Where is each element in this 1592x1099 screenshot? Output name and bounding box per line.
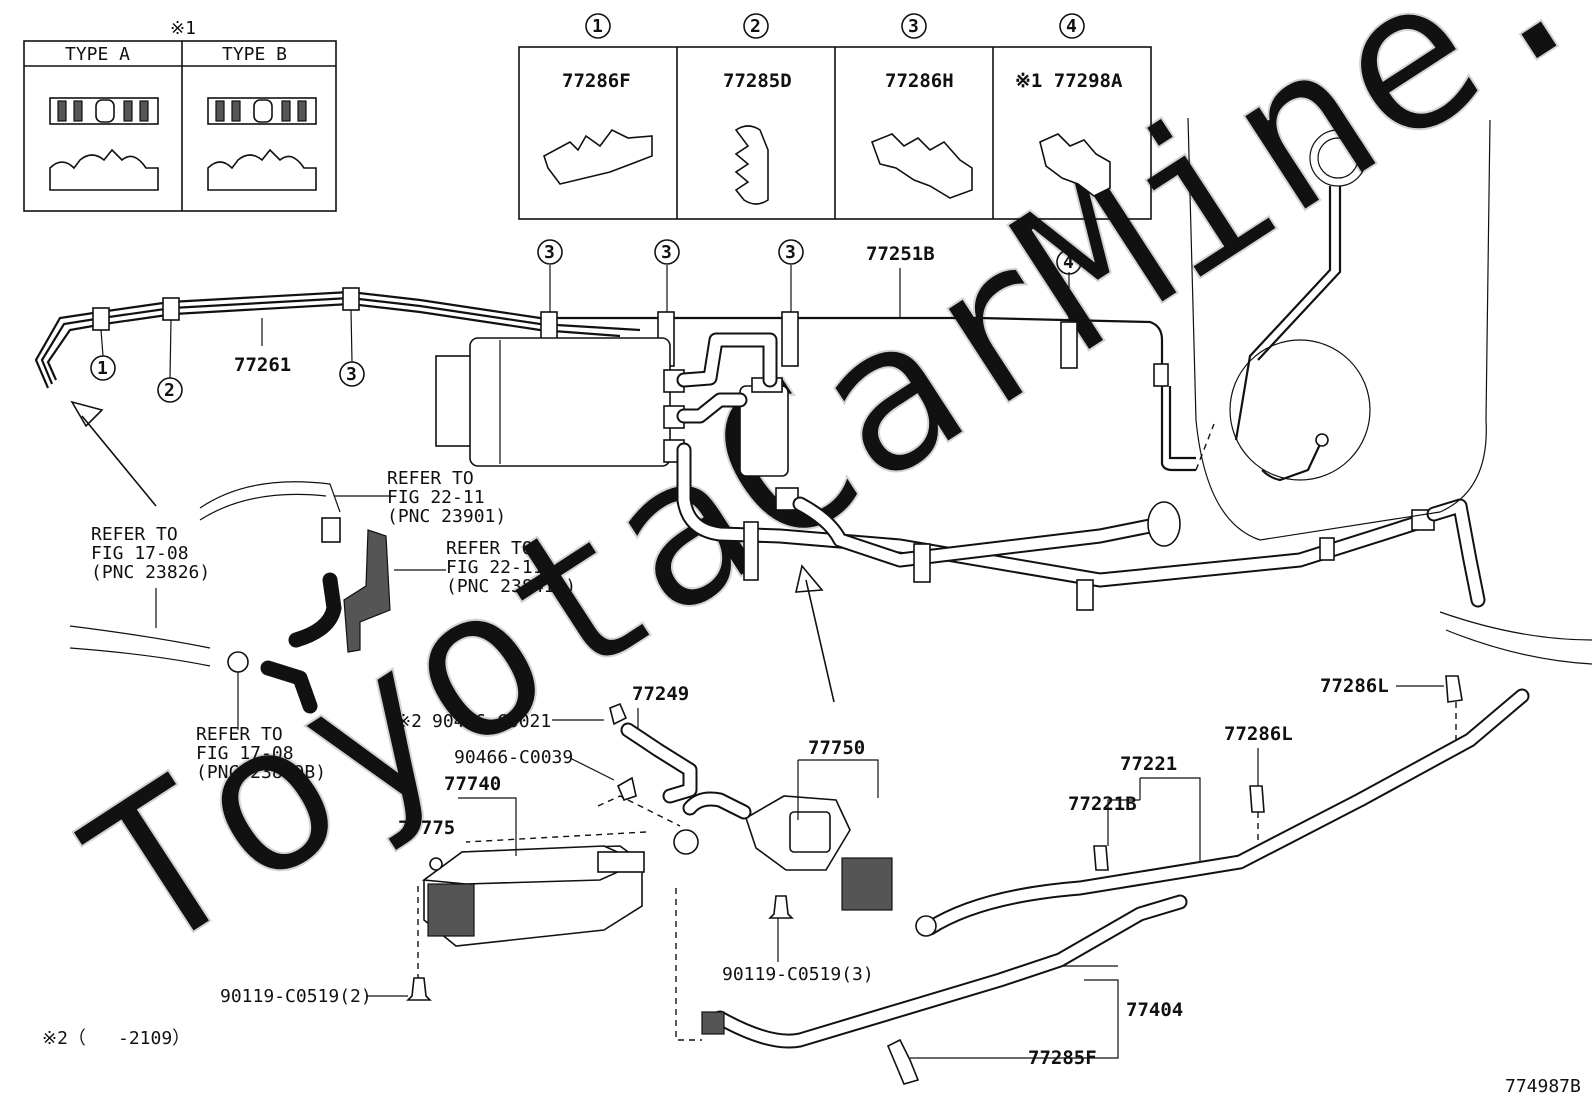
type-b-clip-icon [207, 97, 317, 191]
label-77249: 77249 [632, 683, 689, 705]
clamp-table: 1 2 3 4 77286F 77285D 77286H ※1 77298A [518, 13, 1152, 220]
clamp-col-2-part: 77285D [723, 70, 792, 92]
figure-id: 774987B [1505, 1076, 1581, 1097]
label-bolt-a: 90119-C0519(2) [220, 986, 372, 1007]
type-b-header: TYPE B [222, 44, 287, 65]
label-77285f: 77285F [1028, 1047, 1097, 1069]
label-77404: 77404 [1126, 999, 1183, 1021]
ref2-line2: FIG 22-11 [446, 557, 544, 578]
label-77750: 77750 [808, 737, 865, 759]
type-table-note-mark: ※1 [170, 18, 196, 39]
label-bolt-b: 90119-C0519(3) [722, 964, 874, 985]
ref3-line1: REFER TO [91, 524, 178, 545]
ref1-line2: FIG 22-11 [387, 487, 485, 508]
label-77221: 77221 [1120, 753, 1177, 775]
charcoal-canister [421, 845, 645, 947]
refer-labels: REFER TO FIG 22-11 (PNC 23901) REFER TO … [91, 468, 576, 783]
label-77221b: 77221B [1068, 793, 1137, 815]
label-77251b: 77251B [866, 243, 935, 265]
hose-77404 [701, 894, 1188, 1085]
label-77775: 77775 [398, 817, 455, 839]
footnote-mark: ※2（ [42, 1028, 86, 1049]
part-labels: 77251B 77261 77249 77740 77775 77750 772… [220, 243, 1389, 1069]
dashed-guides [417, 702, 1457, 1041]
clamp-77286h-icon [870, 133, 973, 199]
footnote-range: -2109） [118, 1028, 190, 1049]
label-clip-b: 90466-C0039 [454, 747, 573, 768]
canister-installed [435, 332, 799, 511]
clamp-col-2-index: 2 [750, 16, 761, 37]
clamp-col-3-part: 77286H [885, 70, 954, 92]
clamp-col-4-index: 4 [1066, 16, 1077, 37]
fuel-tank-outline [1187, 117, 1592, 665]
ref3-line2: FIG 17-08 [91, 543, 189, 564]
clamp-col-4-part: ※1 77298A [1015, 70, 1123, 92]
callout-3-b: 3 [661, 242, 672, 263]
ref4-line1: REFER TO [196, 724, 283, 745]
ref3-line3: (PNC 23826) [91, 562, 210, 583]
ref2-line3: (PNC 23841B) [446, 576, 576, 597]
clamp-col-1-part: 77286F [562, 70, 631, 92]
view-arrows [70, 400, 835, 703]
ref4-line2: FIG 17-08 [196, 743, 294, 764]
label-clip-a-mark: ※2 [396, 711, 422, 732]
callout-3-c: 3 [785, 242, 796, 263]
ref1-line1: REFER TO [387, 468, 474, 489]
clamp-77298a-icon [1039, 133, 1111, 197]
type-a-header: TYPE A [65, 44, 130, 65]
label-77286l-b: 77286L [1224, 723, 1293, 745]
clamp-col-1-index: 1 [592, 16, 603, 37]
callouts: 3 3 3 4 1 2 3 [90, 239, 1082, 403]
ref1-line3: (PNC 23901) [387, 506, 506, 527]
callout-2: 2 [164, 380, 175, 401]
callout-3-d: 3 [346, 364, 357, 385]
ref4-line3: (PNC 23829B) [196, 762, 326, 783]
callout-4: 4 [1063, 252, 1074, 273]
vent-valve [673, 791, 893, 911]
label-77286l-a: 77286L [1320, 675, 1389, 697]
label-77740: 77740 [444, 773, 501, 795]
refer-area [69, 481, 446, 730]
callout-3-a: 3 [544, 242, 555, 263]
bolts [406, 895, 794, 1001]
clamp-77286f-icon [543, 128, 653, 185]
callout-1: 1 [97, 358, 108, 379]
clamp-col-3-index: 3 [908, 16, 919, 37]
hose-77221 [915, 675, 1530, 937]
clamp-77285d-icon [734, 125, 769, 205]
type-a-clip-icon [49, 97, 159, 191]
leader-lines [100, 265, 1444, 1059]
ref2-line1: REFER TO [446, 538, 533, 559]
hose-77249 [609, 702, 698, 804]
label-77261: 77261 [234, 354, 291, 376]
label-clip-a: 90466-C0021 [432, 711, 551, 732]
type-table: ※1 TYPE A TYPE B [23, 18, 337, 212]
